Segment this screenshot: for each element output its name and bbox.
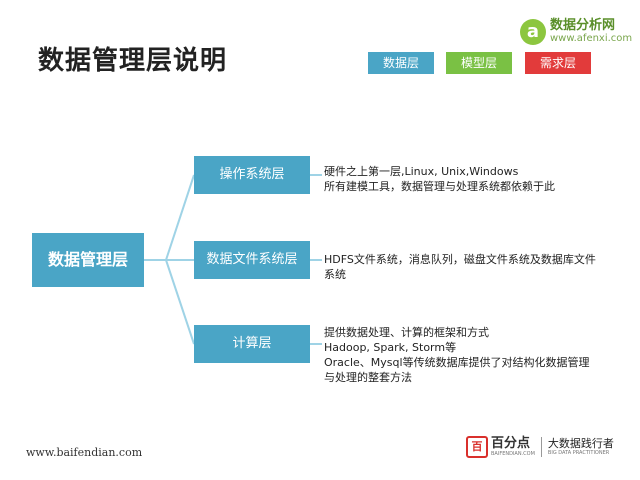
baifendian-logo-icon: 百 xyxy=(466,436,488,458)
brand-url: www.afenxi.com xyxy=(550,33,633,44)
footer-url: www.baifendian.com xyxy=(26,446,143,459)
brand-name: 数据分析网 xyxy=(550,18,616,33)
connector-line-op xyxy=(165,174,195,261)
root-node: 数据管理层 xyxy=(32,233,144,287)
afenxi-logo-icon: a xyxy=(520,18,546,45)
company-domain: BAIFENDIAN.COM xyxy=(491,451,535,457)
legend-requirement-layer: 需求层 xyxy=(525,52,591,74)
description-line: Hadoop, Spark, Storm等 xyxy=(324,341,457,354)
description-line: 提供数据处理、计算的框架和方式 xyxy=(324,326,489,339)
slogan: 大数据践行者 xyxy=(547,437,614,450)
description-line: 所有建模工具，数据管理与处理系统都依赖于此 xyxy=(324,180,555,193)
footer-divider xyxy=(540,437,542,457)
description-line: 与处理的整套方法 xyxy=(324,371,412,384)
slogan-english: BIG DATA PRACTITIONER xyxy=(547,450,610,456)
branch-node-file-system-layer: 数据文件系统层 xyxy=(194,241,310,279)
connector-line-calc xyxy=(165,259,195,345)
file-system-layer-description: HDFS文件系统，消息队列，磁盘文件系统及数据库文件 系统 xyxy=(324,252,614,282)
os-layer-description: 硬件之上第一层,Linux, Unix,Windows 所有建模工具，数据管理与… xyxy=(324,164,614,194)
legend-data-layer: 数据层 xyxy=(368,52,434,74)
branch-node-os-layer: 操作系统层 xyxy=(194,156,310,194)
description-line: HDFS文件系统，消息队列，磁盘文件系统及数据库文件 xyxy=(324,253,596,266)
legend-model-layer: 模型层 xyxy=(446,52,512,74)
page-title: 数据管理层说明 xyxy=(38,46,228,76)
compute-layer-description: 提供数据处理、计算的框架和方式 Hadoop, Spark, Storm等 Or… xyxy=(324,325,624,385)
branch-node-compute-layer: 计算层 xyxy=(194,325,310,363)
description-line: 系统 xyxy=(324,268,346,281)
description-line: 硬件之上第一层,Linux, Unix,Windows xyxy=(324,165,519,178)
footer-brand: 百 百分点 BAIFENDIAN.COM 大数据践行者 BIG DATA PRA… xyxy=(466,436,614,458)
brand-logo-group: a 数据分析网 www.afenxi.com xyxy=(520,18,632,45)
description-line: Oracle、Mysql等传统数据库提供了对结构化数据管理 xyxy=(324,356,590,369)
company-name: 百分点 xyxy=(491,436,531,451)
